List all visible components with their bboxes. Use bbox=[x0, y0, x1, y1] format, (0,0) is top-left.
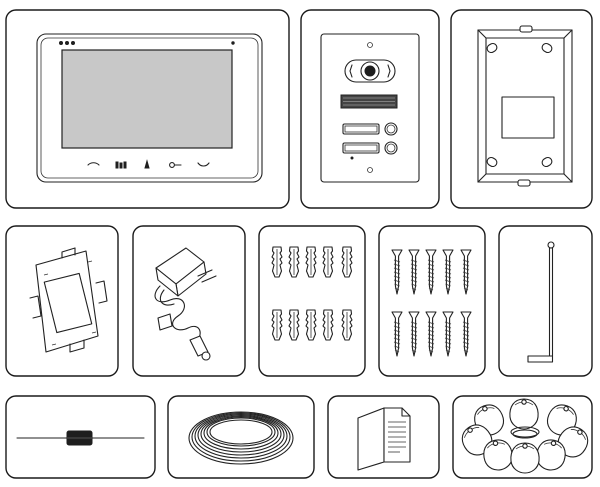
outdoor-panel-cell bbox=[300, 9, 440, 209]
rain-cover-box-illustration bbox=[477, 25, 573, 187]
user-icon bbox=[144, 159, 150, 169]
indoor-monitor-illustration bbox=[36, 33, 263, 183]
monitor-wall-bracket-illustration bbox=[29, 247, 108, 353]
rain-cover-box-cell bbox=[450, 9, 593, 209]
name-tag-1 bbox=[342, 123, 380, 135]
outdoor-panel-illustration bbox=[320, 33, 420, 183]
monitor-wall-bracket-cell bbox=[5, 225, 119, 377]
manual-leaflet-cell bbox=[327, 395, 440, 479]
ferrite-cable-illustration bbox=[16, 430, 145, 446]
cable-coil-illustration bbox=[188, 411, 294, 465]
screws-cell bbox=[378, 225, 486, 377]
name-tag-2 bbox=[342, 142, 380, 154]
indoor-monitor-cell bbox=[5, 9, 290, 209]
rfid-key-fobs-illustration bbox=[456, 398, 594, 474]
hex-key-cell bbox=[498, 225, 593, 377]
monitor-icon bbox=[115, 161, 119, 169]
rfid-key-fobs-cell bbox=[452, 395, 594, 479]
hang-up-icon bbox=[197, 162, 210, 167]
power-adapter-cell bbox=[132, 225, 246, 377]
power-adapter-illustration bbox=[154, 247, 217, 361]
wall-plugs-cell bbox=[258, 225, 366, 377]
phone-pickup-icon bbox=[87, 162, 100, 166]
ferrite-cable-cell bbox=[5, 395, 156, 479]
manual-leaflet-illustration bbox=[357, 407, 411, 471]
hex-key-illustration bbox=[527, 241, 555, 363]
cable-coil-cell bbox=[167, 395, 315, 479]
